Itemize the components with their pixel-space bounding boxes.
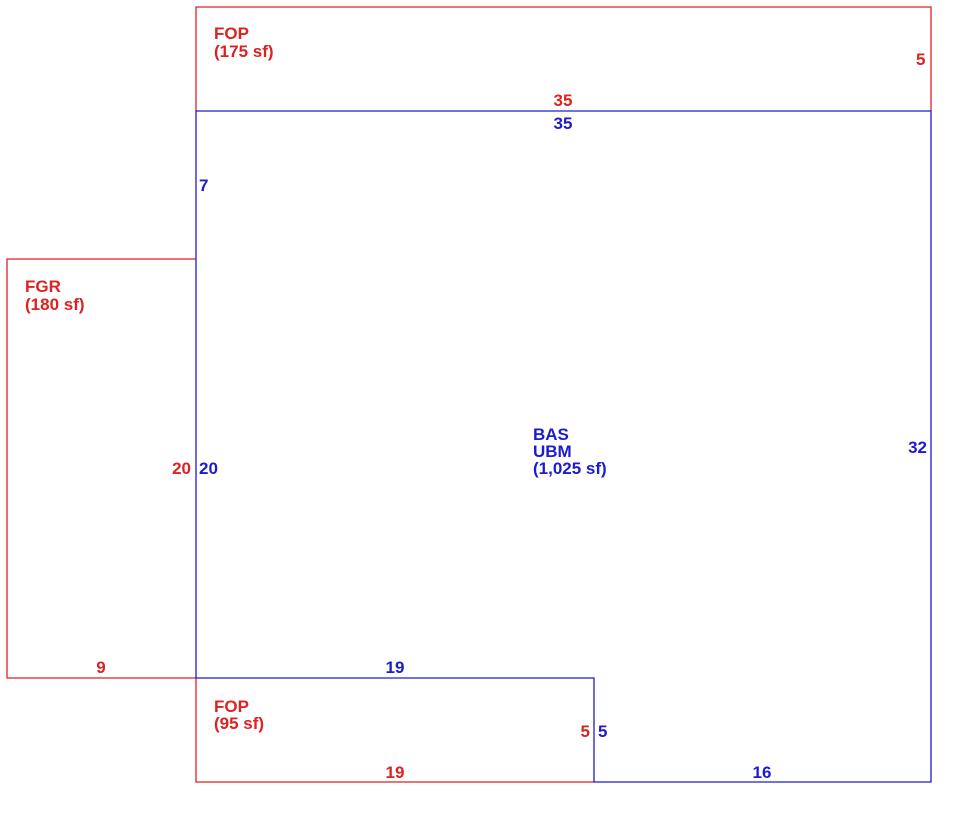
fop-top-area-label: (175 sf)	[214, 42, 274, 61]
base-dim-right: 32	[908, 438, 927, 457]
base-code: BAS	[533, 425, 569, 444]
fgr-outline	[6, 258, 196, 679]
fgr-area-label: (180 sf)	[25, 295, 85, 314]
base-dim-notch-top: 19	[386, 658, 405, 677]
fop-bottom-outline	[195, 678, 594, 783]
fop-top-dim-bottom: 35	[554, 91, 573, 110]
fop-bottom-code: FOP	[214, 697, 249, 716]
fop-bottom-dim-bottom: 19	[386, 763, 405, 782]
base-dim-notch-side: 5	[598, 722, 607, 741]
base-area-label: (1,025 sf)	[533, 459, 607, 478]
fop-top-code: FOP	[214, 24, 249, 43]
fgr-area: FGR (180 sf) 20 9	[6, 258, 196, 679]
base-outline	[195, 110, 932, 783]
base-dim-top: 35	[554, 114, 573, 133]
fgr-dim-right: 20	[172, 459, 191, 478]
fop-top-outline	[195, 6, 932, 111]
fgr-code: FGR	[25, 277, 61, 296]
base-dim-bottom: 16	[753, 763, 772, 782]
fop-top-dim-right: 5	[916, 50, 925, 69]
base-area: BAS UBM (1,025 sf) 35 7 20 32 19 5 16	[195, 110, 932, 783]
fop-bottom-dim-right: 5	[581, 722, 590, 741]
base-dim-top-left: 7	[199, 176, 208, 195]
fop-bottom-area-label: (95 sf)	[214, 714, 264, 733]
fop-top-area: FOP (175 sf) 5 35	[195, 6, 932, 111]
fop-bottom-area: FOP (95 sf) 5 19	[195, 678, 594, 783]
base-subcode: UBM	[533, 442, 572, 461]
fgr-dim-bottom: 9	[96, 658, 105, 677]
base-dim-left: 20	[199, 459, 218, 478]
